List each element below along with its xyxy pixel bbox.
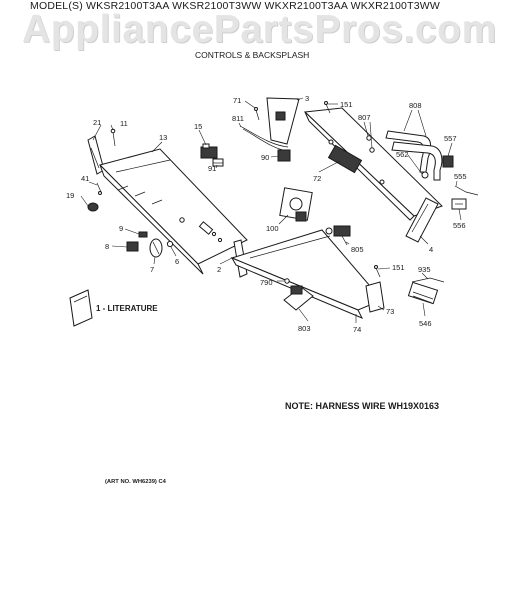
callout-13: 13	[159, 133, 167, 142]
part-72-backsplash	[303, 107, 443, 221]
callout-labels: 71 3 151 808 807 21 11 13 15 811 557 90 …	[66, 94, 467, 334]
part-90-connector	[277, 149, 291, 162]
literature-label: 1 - LITERATURE	[96, 304, 158, 313]
callout-7: 7	[150, 265, 154, 274]
callout-557: 557	[444, 134, 457, 143]
model-list: MODEL(S) WKSR2100T3AA WKSR2100T3WW WKXR2…	[30, 0, 440, 12]
callout-8: 8	[105, 242, 109, 251]
part-546-harness	[407, 281, 439, 305]
callout-546: 546	[419, 319, 432, 328]
part-11-screw	[110, 128, 116, 147]
callout-74: 74	[353, 325, 361, 334]
part-13-control-panel	[99, 148, 248, 275]
callout-805: 805	[351, 245, 364, 254]
callout-555: 555	[454, 172, 467, 181]
callout-562: 562	[396, 150, 409, 159]
part-4-side-bracket	[405, 197, 439, 243]
callout-151-lower: 151	[392, 263, 405, 272]
callout-808: 808	[409, 101, 422, 110]
callout-556: 556	[453, 221, 466, 230]
callout-4: 4	[429, 245, 433, 254]
art-number: (ART NO. WH6239) C4	[105, 479, 166, 485]
callout-6: 6	[175, 257, 179, 266]
part-556-sensor	[451, 198, 467, 210]
part-71-screw	[254, 107, 260, 121]
callout-41: 41	[81, 174, 89, 183]
part-803-holder	[283, 285, 314, 311]
callout-71: 71	[233, 96, 241, 105]
part-100-timer	[279, 187, 313, 222]
part-91-bracket	[212, 158, 224, 167]
part-935-wire	[411, 277, 445, 283]
callout-19: 19	[66, 191, 74, 200]
callout-73: 73	[386, 307, 394, 316]
part-8-knob	[126, 241, 139, 252]
part-555-wire	[454, 185, 479, 196]
part-790-screw	[284, 278, 290, 284]
part-557-switch	[442, 155, 454, 168]
part-74-bottom-channel	[230, 229, 383, 319]
callout-15: 15	[194, 122, 202, 131]
callout-11: 11	[120, 119, 128, 128]
harness-note: NOTE: HARNESS WIRE WH19X0163	[285, 401, 440, 411]
callout-790: 790	[260, 278, 273, 287]
callout-935: 935	[418, 265, 431, 274]
diagram-title: CONTROLS & BACKSPLASH	[195, 50, 310, 60]
part-9-clip	[138, 231, 148, 238]
part-7-dial	[149, 238, 163, 258]
callout-90: 90	[261, 153, 269, 162]
part-151-screw-upper	[324, 101, 331, 114]
part-19-knob	[87, 202, 99, 212]
callout-151: 151	[340, 100, 353, 109]
part-41-screw	[96, 182, 102, 195]
leader-lines	[80, 97, 462, 323]
callout-21: 21	[93, 118, 101, 127]
part-3-end-cap	[266, 97, 300, 145]
callout-91: 91	[208, 164, 216, 173]
part-562-clip	[421, 171, 429, 179]
part-805-valve	[325, 225, 351, 246]
part-15-switch	[200, 143, 218, 159]
literature-booklet-icon	[69, 289, 93, 327]
part-808-hoses	[385, 130, 443, 181]
callout-9: 9	[119, 224, 123, 233]
callout-72: 72	[313, 174, 321, 183]
callout-803: 803	[298, 324, 311, 333]
callout-2: 2	[217, 265, 221, 274]
callout-100: 100	[266, 224, 279, 233]
part-151-screw-lower	[374, 265, 381, 278]
watermark: AppliancePartsPros.com	[22, 8, 497, 51]
callout-3: 3	[305, 94, 309, 103]
callout-811: 811	[232, 114, 244, 123]
callout-807: 807	[358, 113, 371, 122]
part-6-knob	[166, 240, 174, 248]
part-73-end-bracket	[365, 281, 385, 313]
